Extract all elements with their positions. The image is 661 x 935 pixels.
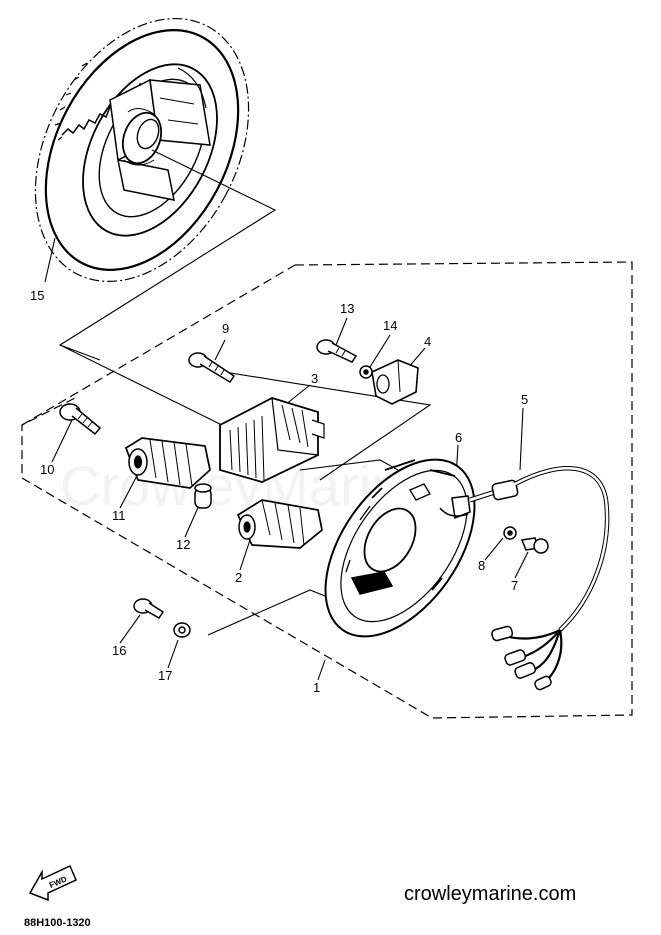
callout-4: 4: [424, 334, 431, 349]
callout-labels: 1 2 3 4 5 6 7 8 9 10 11 12 13 14 15 16 1…: [30, 288, 528, 695]
washer-part-8: [503, 526, 517, 540]
fwd-arrow: FWD: [28, 864, 77, 902]
drawing-code: 88H100-1320: [24, 917, 91, 929]
coil-part-4: [371, 359, 419, 405]
clamp-part-6: [439, 495, 471, 520]
site-label: crowleymarine.com: [404, 883, 576, 905]
washer-part-14: [359, 365, 373, 379]
screw-part-13: [316, 339, 358, 363]
wire-harness-part-5: [469, 466, 610, 691]
callout-13: 13: [340, 301, 354, 316]
screw-part-16: [133, 598, 165, 619]
charge-coil-part-2: [236, 499, 323, 549]
callout-11: 11: [112, 508, 126, 523]
stator-base-plate-part-1: [324, 458, 476, 638]
callout-10: 10: [40, 462, 54, 477]
flywheel-part-15: [34, 17, 250, 283]
callout-15: 15: [30, 288, 44, 303]
screw-part-10: [59, 403, 102, 436]
callout-7: 7: [511, 578, 518, 593]
collar-part-12: [194, 483, 212, 509]
callout-3: 3: [311, 371, 318, 386]
callout-6: 6: [455, 430, 462, 445]
callout-17: 17: [158, 668, 172, 683]
screw-part-7: [520, 537, 549, 554]
callout-2: 2: [235, 570, 242, 585]
callout-8: 8: [478, 558, 485, 573]
callout-9: 9: [222, 321, 229, 336]
callout-16: 16: [112, 643, 126, 658]
washer-part-17: [173, 622, 191, 638]
pulser-coil-part-11: [124, 437, 211, 489]
lighting-coil-part-3: [219, 397, 325, 483]
screw-part-9: [188, 352, 236, 384]
callout-5: 5: [521, 392, 528, 407]
callout-1: 1: [313, 680, 320, 695]
callout-12: 12: [176, 537, 190, 552]
fwd-arrow-icon: [28, 864, 77, 902]
callout-14: 14: [383, 318, 397, 333]
